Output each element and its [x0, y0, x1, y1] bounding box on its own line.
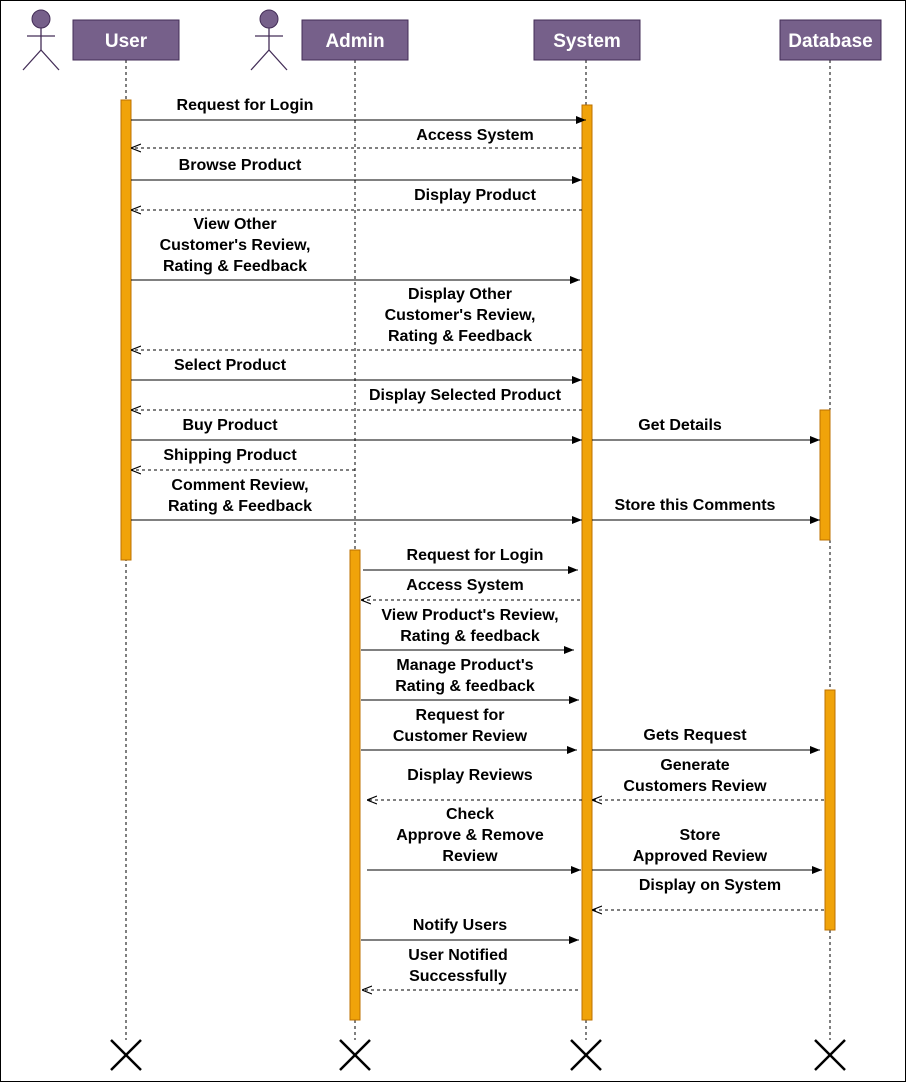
- message-19: Gets Request: [592, 727, 820, 754]
- message-15: Access System: [361, 577, 580, 600]
- destroy-icon-system: [570, 1039, 602, 1071]
- participant-header-user: [72, 19, 180, 61]
- message-9: Buy Product: [131, 417, 582, 444]
- message-3: Browse Product: [131, 157, 582, 184]
- message-label: Customers Review: [623, 778, 767, 795]
- message-label: Rating & Feedback: [388, 328, 532, 345]
- message-label: Access System: [416, 127, 533, 144]
- message-label: Store this Comments: [615, 497, 776, 514]
- destroy-icon-admin: [339, 1039, 371, 1071]
- destroy-icon-user: [110, 1039, 142, 1071]
- message-label: Request for: [416, 707, 505, 724]
- message-label: Generate: [660, 757, 729, 774]
- message-label: Comment Review,: [171, 477, 308, 494]
- message-label: Select Product: [174, 357, 287, 374]
- message-1: Request for Login: [131, 97, 586, 124]
- participant-admin: Admin: [250, 9, 409, 1071]
- message-label: Request for Login: [177, 97, 314, 114]
- destroy-stroke-b: [570, 1039, 602, 1071]
- message-25: Notify Users: [361, 917, 579, 944]
- message-label: Display Other: [408, 286, 512, 303]
- participant-label-system: System: [553, 31, 621, 52]
- participant-system: System: [533, 19, 641, 1071]
- message-label: User Notified: [408, 947, 508, 964]
- message-2: Access System: [131, 127, 582, 148]
- activation-bar-admin: [349, 549, 361, 1021]
- message-label: View Other: [193, 216, 276, 233]
- message-label: Browse Product: [179, 157, 302, 174]
- message-13: Store this Comments: [592, 497, 820, 524]
- participant-label-database: Database: [788, 31, 873, 52]
- message-label: Approve & Remove: [396, 827, 544, 844]
- activation-bar-database: [819, 409, 831, 541]
- message-label: Shipping Product: [163, 447, 297, 464]
- message-label: Display Product: [414, 187, 536, 204]
- message-label: Customer's Review,: [385, 307, 536, 324]
- actor-leg-left: [22, 49, 42, 71]
- actor-leg-right: [268, 49, 288, 71]
- message-label: Customer's Review,: [160, 237, 311, 254]
- message-label: Display on System: [639, 877, 781, 894]
- message-label: Display Selected Product: [369, 387, 562, 404]
- message-20: Display Reviews: [367, 767, 582, 800]
- participant-header-admin: [301, 19, 409, 61]
- activation-bar-system: [581, 104, 593, 1021]
- participant-label-admin: Admin: [325, 31, 384, 52]
- actor-icon-admin: [250, 9, 288, 71]
- message-label: Successfully: [409, 968, 507, 985]
- message-14: Request for Login: [363, 547, 578, 574]
- message-label: Get Details: [638, 417, 722, 434]
- message-4: Display Product: [131, 187, 582, 210]
- message-11: Shipping Product: [131, 447, 355, 470]
- message-label: Request for Login: [407, 547, 544, 564]
- message-label: Review: [442, 848, 498, 865]
- message-label: Rating & Feedback: [163, 258, 307, 275]
- message-label: View Product's Review,: [381, 607, 558, 624]
- actor-head: [259, 9, 279, 29]
- destroy-stroke-b: [110, 1039, 142, 1071]
- participant-header-database: [779, 19, 882, 61]
- message-16: View Product's Review, Rating & feedback: [361, 607, 574, 654]
- message-label: Buy Product: [182, 417, 278, 434]
- message-label: Manage Product's: [396, 657, 533, 674]
- participant-label-user: User: [105, 31, 148, 52]
- message-8: Display Selected Product: [131, 387, 582, 410]
- message-label: Rating & Feedback: [168, 498, 312, 515]
- participant-header-system: [533, 19, 641, 61]
- message-label: Store: [680, 827, 721, 844]
- message-label: Approved Review: [633, 848, 768, 865]
- message-label: Rating & feedback: [395, 678, 535, 695]
- message-label: Gets Request: [643, 727, 747, 744]
- destroy-stroke-b: [339, 1039, 371, 1071]
- actor-leg-right: [40, 49, 60, 71]
- message-7: Select Product: [131, 357, 582, 384]
- message-label: Display Reviews: [407, 767, 533, 784]
- destroy-icon-database: [814, 1039, 846, 1071]
- message-24: Display on System: [592, 877, 824, 910]
- message-12: Comment Review, Rating & Feedback: [131, 477, 582, 524]
- actor-leg-left: [250, 49, 270, 71]
- message-label: Customer Review: [393, 728, 528, 745]
- actor-head: [31, 9, 51, 29]
- activation-bar-database: [824, 689, 836, 931]
- activation-bar-user: [120, 99, 132, 561]
- message-label: Check: [446, 806, 494, 823]
- message-label: Notify Users: [413, 917, 507, 934]
- actor-icon-user: [22, 9, 60, 71]
- destroy-stroke-b: [814, 1039, 846, 1071]
- message-label: Access System: [406, 577, 523, 594]
- message-label: Rating & feedback: [400, 628, 540, 645]
- message-10: Get Details: [592, 417, 820, 444]
